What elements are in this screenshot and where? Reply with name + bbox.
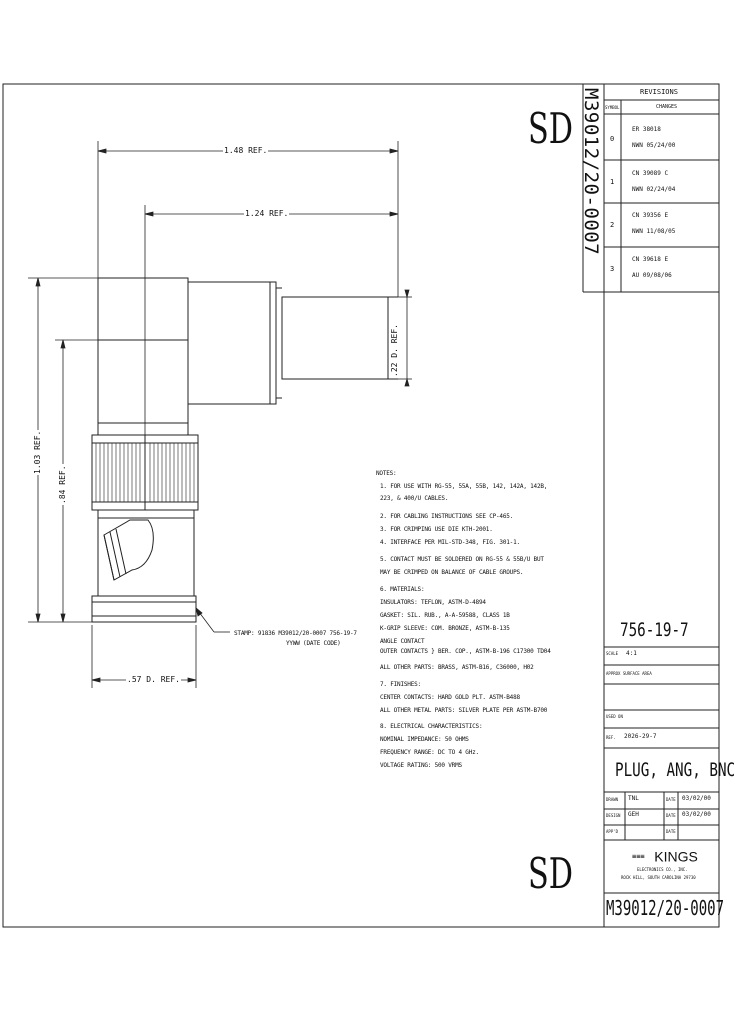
note-line: 2. FOR CABLING INSTRUCTIONS SEE CP-465. <box>380 513 514 520</box>
dim-1-03-ref: 1.03 REF. <box>33 429 42 475</box>
stamp-line-2: YYWW (DATE CODE) <box>286 640 341 647</box>
part-title: PLUG, ANG, BNC <box>615 759 735 781</box>
revision-line: NWN 02/24/04 <box>632 186 676 193</box>
doc-code-bottom: M39012/20-0007 <box>606 896 725 920</box>
company-line-2: ROCK HILL, SOUTH CAROLINA 29730 <box>621 875 696 880</box>
note-line: VOLTAGE RATING: 500 VRMS <box>380 762 462 769</box>
note-line: 5. CONTACT MUST BE SOLDERED ON RG-55 & 5… <box>380 556 544 563</box>
used-on-label: USED ON <box>606 714 623 719</box>
kings-logo-mark: ≡≡≡ <box>632 852 645 861</box>
revisions-changes-header: CHANGES <box>656 104 678 110</box>
note-line: INSULATORS: TEFLON, ASTM-D-4894 <box>380 599 486 606</box>
note-line: GASKET: SIL. RUB., A-A-59588, CLASS 1B <box>380 612 510 619</box>
drawn-label: DRAWN <box>606 797 619 802</box>
dim-22-d-ref: .22 D. REF. <box>390 323 399 378</box>
note-line: 6. MATERIALS: <box>380 586 425 593</box>
doc-code-vertical: M39012/20-0007 <box>580 88 602 255</box>
design-date: 03/02/00 <box>682 811 711 818</box>
revision-line: NWN 05/24/00 <box>632 142 676 149</box>
note-line: K-GRIP SLEEVE: COM. BRONZE, ASTM-B-135 <box>380 625 510 632</box>
dim-1-24-ref: 1.24 REF. <box>244 209 290 218</box>
drawn-name: TNL <box>628 795 639 802</box>
note-line: MAY BE CRIMPED ON BALANCE OF CABLE GROUP… <box>380 569 524 576</box>
design-date-label: DATE <box>666 813 676 818</box>
kings-logo-word: KINGS <box>654 848 698 865</box>
dim-57-d-ref: .57 D. REF. <box>126 675 181 684</box>
stamp-line-1: STAMP: 91836 M39012/20-0007 756-19-7 <box>234 630 357 637</box>
design-label: DESIGN <box>606 813 621 818</box>
note-line: 223, & 400/U CABLES. <box>380 495 449 502</box>
note-line: 3. FOR CRIMPING USE DIE KTH-2001. <box>380 526 493 533</box>
note-line: 7. FINISHES: <box>380 681 421 688</box>
sd-mark-top: SD <box>528 104 573 153</box>
appd-date-label: DATE <box>666 829 676 834</box>
revision-symbol: 2 <box>610 221 615 229</box>
note-line: 8. ELECTRICAL CHARACTERISTICS: <box>380 723 483 730</box>
note-line: NOTES: <box>376 470 397 477</box>
revision-line: CN 39356 E <box>632 212 669 219</box>
note-line: NOMINAL IMPEDANCE: 50 OHMS <box>380 736 469 743</box>
sd-mark-bottom: SD <box>528 849 573 898</box>
note-line: ALL OTHER PARTS: BRASS, ASTM-B16, C36000… <box>380 664 534 671</box>
appd-label: APP'D <box>606 829 619 834</box>
note-line: FREQUENCY RANGE: DC TO 4 GHz. <box>380 749 479 756</box>
revision-line: NWN 11/08/05 <box>632 228 676 235</box>
note-line: OUTER CONTACTS } BER. COP., ASTM-B-196 C… <box>380 648 551 655</box>
part-number: 756-19-7 <box>620 619 689 641</box>
scale-value: 4:1 <box>626 650 637 657</box>
note-line: 4. INTERFACE PER MIL-STD-348, FIG. 301-1… <box>380 539 520 546</box>
revision-line: AU 09/08/06 <box>632 272 672 279</box>
scale-label: SCALE <box>606 651 619 656</box>
drawing-sheet <box>2 83 720 928</box>
drawn-date: 03/02/00 <box>682 795 711 802</box>
note-line: 1. FOR USE WITH RG-55, 55A, 55B, 142, 14… <box>380 483 548 490</box>
revision-symbol: 3 <box>610 265 615 273</box>
dim-84-ref: .84 REF. <box>58 464 67 505</box>
drawn-date-label: DATE <box>666 797 676 802</box>
dim-1-48-ref: 1.48 REF. <box>223 146 269 155</box>
approx-surface-area-label: APPROX SURFACE AREA <box>606 671 652 676</box>
note-line: ALL OTHER METAL PARTS: SILVER PLATE PER … <box>380 707 548 714</box>
doc-code-vertical-text: M39012/20-0007 <box>580 88 602 256</box>
company-line-1: ELECTRONICS CO., INC. <box>637 867 688 872</box>
note-line: ANGLE CONTACT <box>380 638 425 645</box>
revision-symbol: 0 <box>610 135 615 143</box>
revision-symbol: 1 <box>610 178 615 186</box>
ref-label: REF. <box>606 735 616 740</box>
company-logo: ≡≡≡ KINGS <box>632 846 698 865</box>
revision-line: CN 39089 C <box>632 170 669 177</box>
note-line: CENTER CONTACTS: HARD GOLD PLT. ASTM-B48… <box>380 694 520 701</box>
revision-line: CN 39618 E <box>632 256 669 263</box>
revision-line: ER 38018 <box>632 126 661 133</box>
revisions-title: REVISIONS <box>640 88 678 96</box>
design-name: GEH <box>628 811 639 818</box>
ref-value: 2026-29-7 <box>624 733 657 740</box>
revisions-sym-header: SYMBOL <box>605 105 620 110</box>
